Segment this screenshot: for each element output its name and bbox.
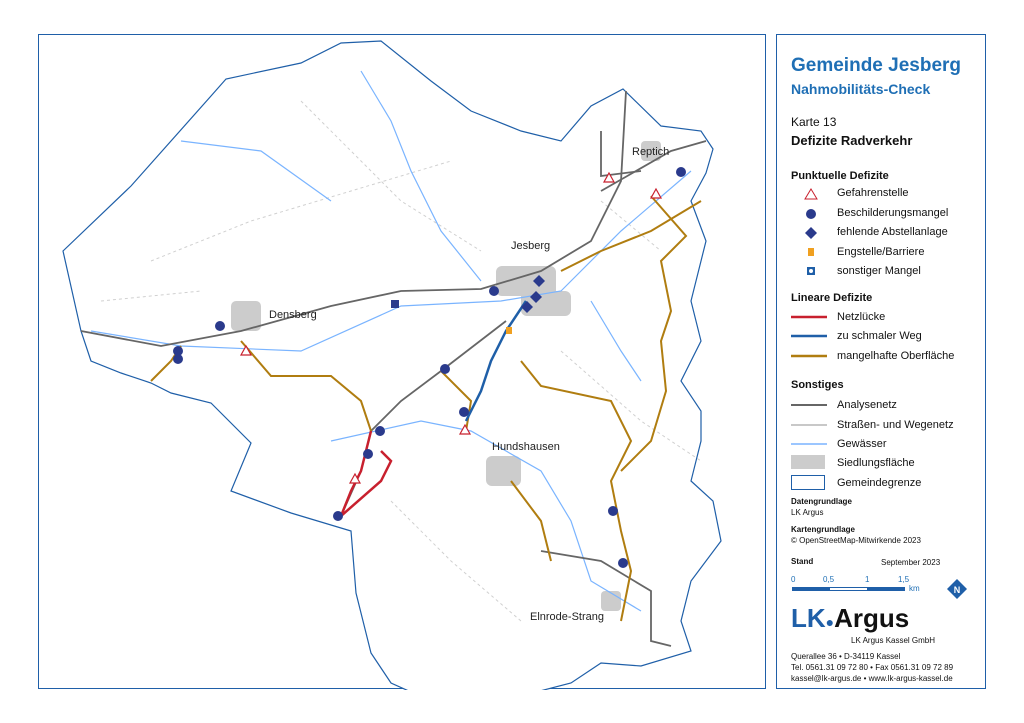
place-densberg: Densberg [269, 309, 317, 321]
line-heading: Lineare Defizite [791, 292, 873, 304]
hazard-markers [239, 171, 663, 484]
legend-road-net: Straßen- und Wegenetz [791, 417, 981, 433]
map-canvas[interactable]: Reptich Jesberg Densberg Hundshausen Eln… [39, 35, 767, 702]
barrier-marker [506, 327, 512, 334]
municipality-boundary [62, 40, 722, 702]
legend-water: Gewässer [791, 436, 981, 452]
question-circle-icon [806, 209, 816, 219]
title: Gemeinde Jesberg [791, 55, 962, 76]
subtitle: Nahmobilitäts-Check [791, 81, 931, 97]
square-dot-icon [807, 267, 815, 275]
boundary-box-icon [791, 475, 825, 490]
deficit-surface [150, 195, 702, 622]
base-map: © OpenStreetMap-Mitwirkende 2023 [791, 536, 921, 545]
place-hundshausen: Hundshausen [492, 441, 560, 453]
legend-panel: Gemeinde Jesberg Nahmobilitäts-Check Kar… [776, 34, 986, 689]
parking-diamond-icon [805, 227, 817, 239]
place-jesberg: Jesberg [511, 240, 550, 252]
warning-triangle-icon [804, 188, 818, 200]
legend-boundary: Gemeindegrenze [791, 475, 981, 491]
other-heading: Sonstiges [791, 379, 844, 391]
parking-markers [521, 275, 545, 313]
road-network [100, 100, 702, 622]
legend-signage: Beschilderungsmangel [791, 205, 981, 221]
point-heading: Punktuelle Defizite [791, 170, 889, 182]
status-date: September 2023 [881, 558, 941, 567]
red-line-icon [791, 315, 827, 319]
brown-line-icon [791, 354, 827, 358]
legend-barrier: Engstelle/Barriere [791, 244, 981, 260]
deficit-narrow-path [464, 300, 528, 422]
other-deficit-marker [391, 300, 399, 308]
legend-parking: fehlende Abstellanlage [791, 224, 981, 240]
base-map-heading: Kartengrundlage [791, 525, 856, 534]
question-markers [173, 167, 686, 568]
map-number: Karte 13 [791, 115, 837, 129]
map-title: Defizite Radverkehr [791, 133, 913, 148]
company-web[interactable]: kassel@lk-argus.de • www.lk-argus-kassel… [791, 674, 953, 683]
barrier-icon [808, 248, 814, 256]
grey-line-icon [791, 404, 827, 406]
svg-text:N: N [954, 585, 961, 595]
legend-other-deficit: sonstiger Mangel [791, 263, 981, 279]
company-address: Querallee 36 • D-34119 Kassel [791, 652, 901, 661]
legend-surface: mangelhafte Oberfläche [791, 348, 981, 364]
company-phone: Tel. 0561.31 09 72 80 • Fax 0561.31 09 7… [791, 663, 954, 672]
map-frame[interactable]: Reptich Jesberg Densberg Hundshausen Eln… [38, 34, 767, 702]
north-arrow-icon: N [947, 579, 967, 599]
blue-line-icon [791, 334, 827, 338]
grey-area-icon [791, 455, 825, 469]
rivers [90, 70, 692, 612]
legend-settlement: Siedlungsfläche [791, 455, 981, 471]
water-line-icon [791, 443, 827, 445]
company-name: LK Argus Kassel GmbH [851, 636, 936, 645]
status-heading: Stand [791, 557, 814, 566]
data-source: LK Argus [791, 508, 824, 517]
data-source-heading: Datengrundlage [791, 497, 852, 506]
legend-hazard: Gefahrenstelle [791, 185, 981, 201]
legend-narrow-path: zu schmaler Weg [791, 328, 981, 344]
company-logo: LK●Argus [791, 603, 910, 633]
legend-network-gap: Netzlücke [791, 309, 981, 325]
legend-analysis-net: Analysenetz [791, 397, 981, 413]
place-elnrode-strang: Elnrode-Strang [530, 611, 604, 623]
light-line-icon [791, 424, 827, 426]
place-reptich: Reptich [632, 146, 669, 158]
